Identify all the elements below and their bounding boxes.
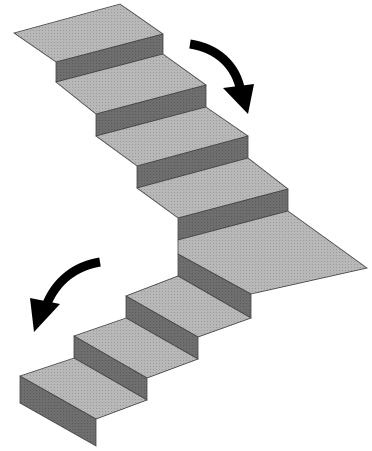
lower-flight [20, 276, 251, 446]
curved-arrow-counterclockwise-icon [30, 262, 100, 332]
upper-flight [14, 4, 288, 240]
